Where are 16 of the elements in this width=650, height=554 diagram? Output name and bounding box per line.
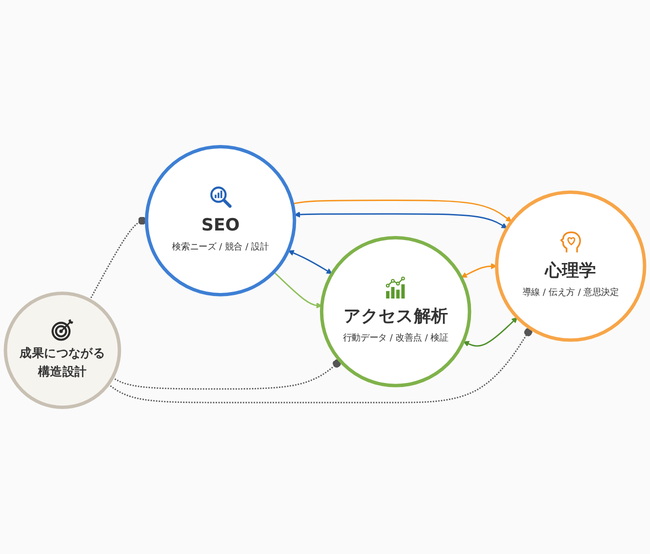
arrow <box>292 200 512 222</box>
node-subtitle: 行動データ / 改善点 / 検証 <box>342 332 448 343</box>
double-arrow <box>463 317 518 347</box>
node-title: SEO <box>201 215 240 235</box>
node-title: 心理学 <box>545 260 596 280</box>
node-subtitle: 導線 / 伝え方 / 意思決定 <box>522 287 619 298</box>
dotted-line <box>108 328 532 404</box>
double-arrow <box>294 212 508 228</box>
double-arrow <box>461 263 497 278</box>
arrow <box>273 271 322 308</box>
dotted-line <box>89 216 147 301</box>
node-title: アクセス解析 <box>343 306 448 326</box>
double-arrow <box>288 250 332 274</box>
dotted-line <box>112 359 341 390</box>
node-title: 成果につながる構造設計 <box>20 346 106 379</box>
node-subtitle: 検索ニーズ / 競合 / 設計 <box>172 242 269 252</box>
